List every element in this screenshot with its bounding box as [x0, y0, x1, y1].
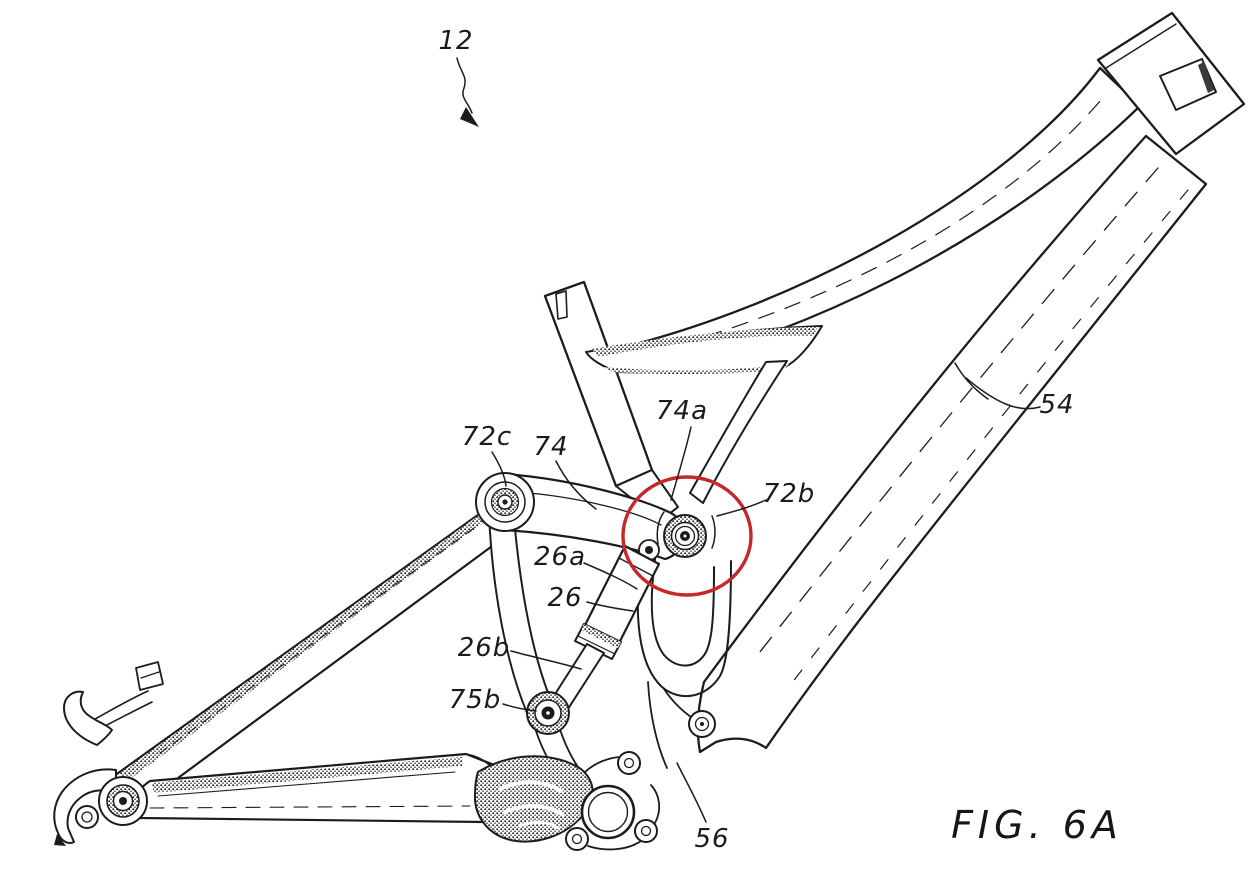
leader-72c — [491, 451, 507, 487]
rocker-link — [475, 472, 685, 561]
leader-54 — [965, 377, 1041, 410]
leader-56 — [676, 762, 707, 823]
highlight-circle — [621, 475, 753, 597]
leader-26 — [586, 601, 634, 612]
swingarm — [53, 505, 581, 846]
bb-shell — [580, 784, 636, 840]
arrowhead-12 — [460, 107, 479, 127]
down-tube — [696, 134, 1208, 754]
ref-label-26b: 26b — [457, 633, 511, 663]
seat-tube-tower — [543, 280, 823, 769]
bottom-bracket-area — [473, 710, 716, 851]
leader-26a — [583, 562, 638, 590]
ref-label-72c: 72c — [461, 422, 513, 452]
chainstay-yoke — [473, 755, 594, 843]
figure-caption: FIG. 6A — [951, 803, 1123, 847]
mount-boss — [617, 751, 641, 775]
ref-label-12: 12 — [438, 26, 474, 56]
leader-12 — [456, 57, 473, 114]
mount-boss — [634, 819, 658, 843]
seatpost-slot — [555, 290, 568, 320]
leader-74a — [670, 426, 692, 501]
leader-72b — [716, 499, 767, 517]
ref-label-75b: 75b — [448, 685, 502, 715]
leader-75b — [502, 703, 537, 712]
ref-label-72b: 72b — [762, 479, 816, 509]
leader-lines — [456, 57, 1041, 823]
seat-tower-rear-arm — [689, 360, 788, 504]
derailleur-hanger — [53, 768, 117, 844]
pivot-72b — [656, 511, 716, 558]
ref-label-26a: 26a — [533, 542, 587, 572]
ref-label-56: 56 — [694, 824, 730, 854]
brake-tab — [135, 661, 164, 691]
ref-label-26: 26 — [547, 583, 583, 613]
shock-seal-band — [574, 623, 622, 660]
head-tube — [1096, 11, 1246, 156]
mount-boss — [565, 827, 589, 851]
seatstay-strut — [488, 506, 553, 714]
seat-tube-yoke — [650, 551, 715, 667]
dropout-hook — [63, 690, 113, 746]
ref-label-74: 74 — [533, 432, 569, 462]
leader-26b — [510, 650, 582, 670]
leader-74 — [555, 460, 597, 510]
ref-label-54: 54 — [1039, 390, 1075, 420]
ref-label-74a: 74a — [655, 396, 709, 426]
